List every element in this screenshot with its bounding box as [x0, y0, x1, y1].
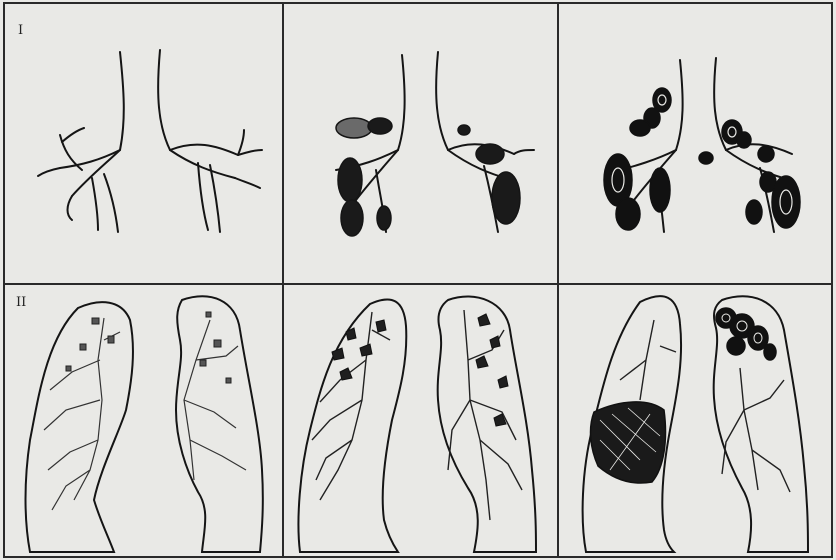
row-label-1: I — [18, 23, 23, 38]
row-label-2: II — [16, 295, 26, 310]
consolidation-right-lung — [591, 402, 666, 483]
focal-lesions-intermediate — [332, 314, 508, 426]
panel-lungs-early-dissemination — [26, 296, 263, 552]
panel-bronchi-normal — [38, 50, 262, 232]
apical-cavity-cluster — [716, 308, 776, 360]
right-lung-outline — [26, 302, 133, 552]
focal-lesions-early — [66, 312, 231, 383]
lymph-node-cluster-moderate — [336, 118, 520, 236]
left-lung-outline — [438, 297, 536, 552]
lymph-node-cluster-extensive — [604, 88, 800, 230]
panel-grid — [4, 3, 832, 557]
left-lung-outline — [176, 296, 263, 552]
